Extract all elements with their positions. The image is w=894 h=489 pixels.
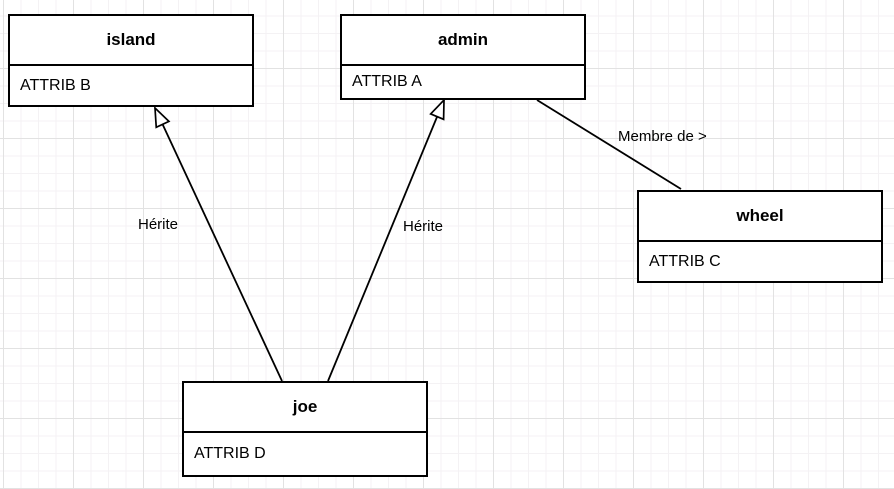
edge-joe-admin[interactable] <box>327 100 444 382</box>
class-title: joe <box>184 383 426 433</box>
class-attribute: ATTRIB C <box>649 252 721 270</box>
class-node-island[interactable]: island ATTRIB B <box>8 14 254 107</box>
edge-label-herite-admin[interactable]: Hérite <box>403 218 444 235</box>
class-title: wheel <box>639 192 881 242</box>
class-title: island <box>10 16 252 66</box>
edge-label-herite-island[interactable]: Hérite <box>138 216 179 233</box>
class-attribute: ATTRIB D <box>194 445 266 462</box>
class-attribute: ATTRIB B <box>20 76 91 94</box>
edge-admin-wheel[interactable] <box>536 99 682 190</box>
class-node-admin[interactable]: admin ATTRIB A <box>340 14 586 100</box>
class-node-wheel[interactable]: wheel ATTRIB C <box>637 190 883 283</box>
class-node-joe[interactable]: joe ATTRIB D <box>182 381 428 477</box>
edge-label-membre-de[interactable]: Membre de > <box>618 128 707 145</box>
class-title: admin <box>342 16 584 66</box>
edge-joe-island[interactable] <box>155 108 283 382</box>
class-attribute: ATTRIB A <box>352 73 422 90</box>
